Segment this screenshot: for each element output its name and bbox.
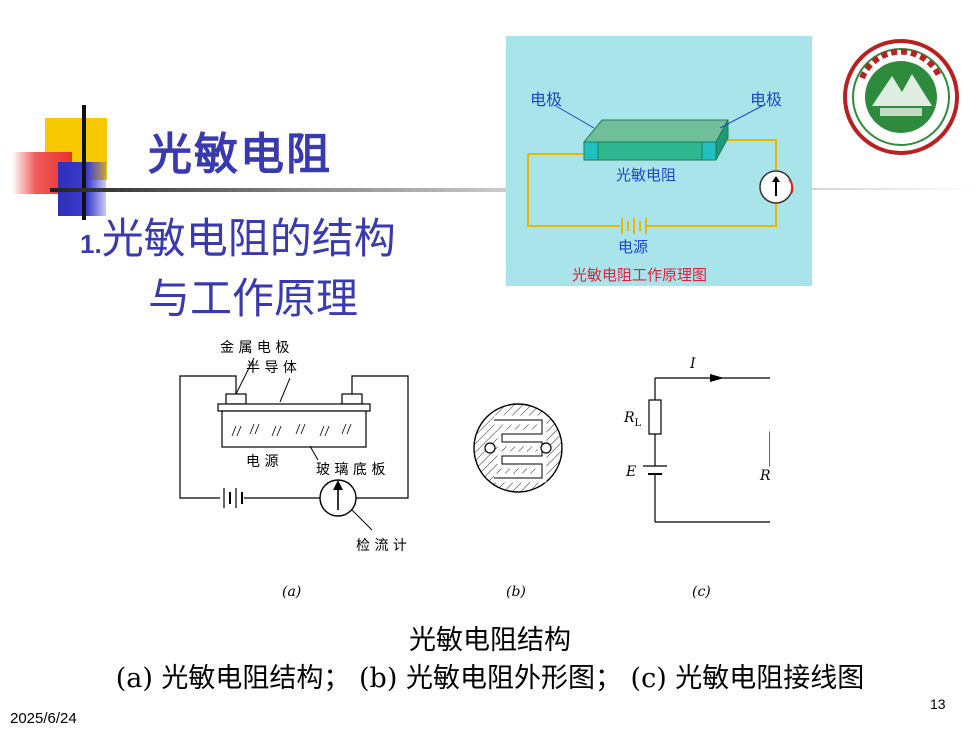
leader-right bbox=[719, 105, 763, 129]
meter-needle-head bbox=[772, 176, 780, 182]
illus-resistor-label: 光敏电阻 bbox=[616, 166, 677, 184]
figure-b: (b) bbox=[473, 403, 563, 600]
label-current: I bbox=[689, 356, 696, 372]
university-seal-icon bbox=[842, 38, 960, 156]
lead-hole-right bbox=[540, 442, 552, 454]
electrode-right bbox=[701, 141, 717, 161]
glass-hatching bbox=[231, 423, 352, 437]
label-emf: E bbox=[625, 464, 636, 480]
title-decor-vertical-line bbox=[82, 105, 86, 220]
page-number: 13 bbox=[930, 696, 946, 712]
illustration-svg bbox=[527, 105, 794, 234]
tag-b: (b) bbox=[506, 584, 526, 600]
illus-electrode-left: 电极 bbox=[530, 90, 563, 109]
title-underline bbox=[50, 188, 510, 192]
section-number: 1. bbox=[80, 229, 102, 259]
section-heading-line2: 与工作原理 bbox=[148, 274, 359, 323]
meter-scale bbox=[788, 178, 794, 195]
title-underline-fade bbox=[780, 188, 980, 190]
slide-date: 2025/6/24 bbox=[10, 710, 77, 727]
illus-caption: 光敏电阻工作原理图 bbox=[572, 266, 708, 284]
wire-c-top bbox=[655, 377, 770, 379]
leader-electrode bbox=[235, 357, 255, 395]
wire-left bbox=[527, 154, 620, 227]
figure-a: 金 属 电 极 半 导 体 电 源 玻 璃 bbox=[179, 340, 409, 600]
wire-a-left bbox=[179, 375, 237, 499]
illus-electrode-right: 电极 bbox=[750, 90, 783, 109]
photoresistor-front bbox=[583, 141, 717, 161]
semiconductor-layer bbox=[217, 403, 371, 412]
page-title: 光敏电阻 bbox=[148, 129, 332, 180]
photoresistor-top bbox=[582, 119, 729, 143]
wire-top-right bbox=[716, 139, 777, 170]
current-arrow bbox=[710, 374, 724, 382]
wire-a-right bbox=[351, 375, 409, 499]
leader-galvanometer bbox=[351, 509, 373, 531]
leader-glass bbox=[309, 445, 319, 461]
structure-figure: 金 属 电 极 半 导 体 电 源 玻 璃 bbox=[179, 340, 770, 600]
label-metal-electrode: 金 属 电 极 bbox=[220, 340, 289, 356]
electrode-right bbox=[341, 393, 363, 405]
figure-caption: 光敏电阻结构 bbox=[409, 625, 571, 656]
electrode-left bbox=[225, 393, 247, 405]
label-glass-substrate: 玻 璃 底 板 bbox=[316, 461, 385, 478]
working-principle-illustration: 电极 电极 光敏电阻 电源 光敏电阻工作原理图 bbox=[506, 36, 812, 286]
section-heading-line1: 1.光敏电阻的结构 bbox=[80, 205, 396, 266]
electrode-left bbox=[583, 141, 599, 161]
tag-c: (c) bbox=[692, 584, 711, 600]
figure-c: I RL E Ra (c) bbox=[623, 356, 770, 600]
wire-right bbox=[646, 204, 777, 227]
illus-power-label: 电源 bbox=[618, 238, 649, 256]
load-resistor bbox=[648, 399, 662, 435]
label-galvanometer: 检 流 计 bbox=[356, 538, 407, 554]
label-photo-resistor: Ra bbox=[759, 468, 770, 487]
section-heading-text1: 光敏电阻的结构 bbox=[101, 214, 396, 263]
figure-subcaption: (a) 光敏电阻结构； (b) 光敏电阻外形图； (c) 光敏电阻接线图 bbox=[115, 663, 865, 694]
label-load-resistor: RL bbox=[623, 410, 642, 429]
leader-semiconductor bbox=[279, 377, 291, 403]
lead-hole-left bbox=[484, 442, 496, 454]
leader-left bbox=[555, 105, 595, 129]
galvanometer-arrow bbox=[333, 480, 343, 490]
label-power: 电 源 bbox=[246, 454, 278, 470]
glass-substrate bbox=[221, 410, 367, 448]
label-semiconductor: 半 导 体 bbox=[246, 360, 297, 376]
tag-a: (a) bbox=[282, 584, 301, 600]
